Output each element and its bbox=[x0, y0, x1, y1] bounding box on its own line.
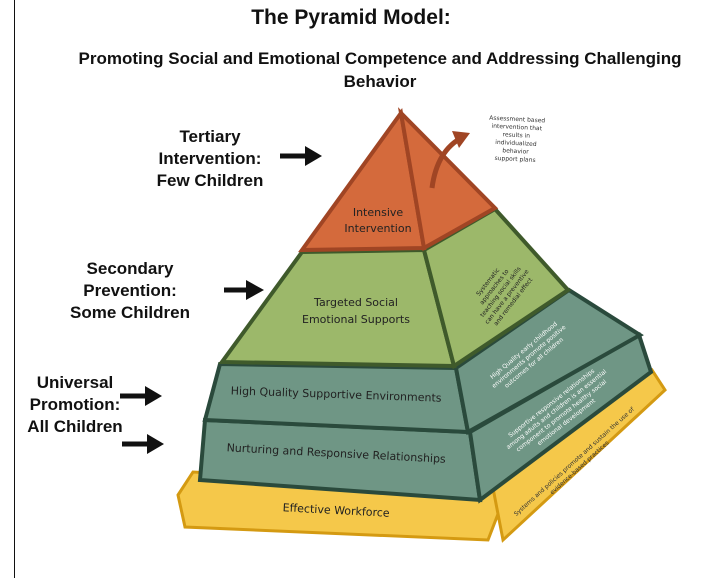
label-top-line1: Intensive bbox=[353, 206, 404, 219]
tier-label-universal: Universal Promotion: All Children bbox=[20, 372, 130, 438]
arrow-secondary bbox=[224, 280, 264, 300]
tier-label-line: Some Children bbox=[70, 303, 190, 322]
annotation-line: support plans bbox=[494, 155, 535, 164]
tier-label-line: Prevention: bbox=[83, 281, 177, 300]
label-top-line2: Intervention bbox=[344, 222, 411, 235]
annotation-line: Assessment based bbox=[489, 115, 545, 125]
top-annotation-text: Assessment based intervention that resul… bbox=[489, 115, 545, 164]
annotation-line: results in bbox=[502, 131, 530, 139]
label-second-line1: Targeted Social bbox=[313, 296, 398, 309]
page-subtitle: Promoting Social and Emotional Competenc… bbox=[78, 49, 682, 91]
label-second-line2: Emotional Supports bbox=[302, 313, 410, 326]
tier-label-line: Promotion: bbox=[29, 395, 121, 414]
annotation-line: behavior bbox=[502, 147, 529, 155]
tier-label-line: Tertiary bbox=[179, 127, 241, 146]
label-base: Effective Workforce bbox=[282, 501, 390, 520]
arrow-universal-high bbox=[120, 386, 162, 406]
tier-label-line: Few Children bbox=[156, 171, 264, 190]
tier-label-line: Intervention: bbox=[158, 149, 262, 168]
tier-label-line: Secondary bbox=[86, 259, 174, 278]
top-annotation-arrowhead bbox=[452, 131, 470, 148]
annotation-line: individualized bbox=[495, 139, 537, 148]
tier-label-line: All Children bbox=[27, 417, 123, 436]
tier-label-tertiary: Tertiary Intervention: Few Children bbox=[140, 126, 280, 192]
arrow-universal-low bbox=[122, 434, 164, 454]
left-border-line bbox=[14, 0, 15, 578]
page-title: The Pyramid Model: bbox=[251, 6, 451, 29]
tier-label-line: Universal bbox=[36, 373, 114, 392]
arrow-tertiary bbox=[280, 146, 322, 166]
tier-top-side bbox=[397, 107, 499, 252]
tier-label-secondary: Secondary Prevention: Some Children bbox=[50, 258, 210, 324]
annotation-line: intervention that bbox=[491, 123, 543, 133]
